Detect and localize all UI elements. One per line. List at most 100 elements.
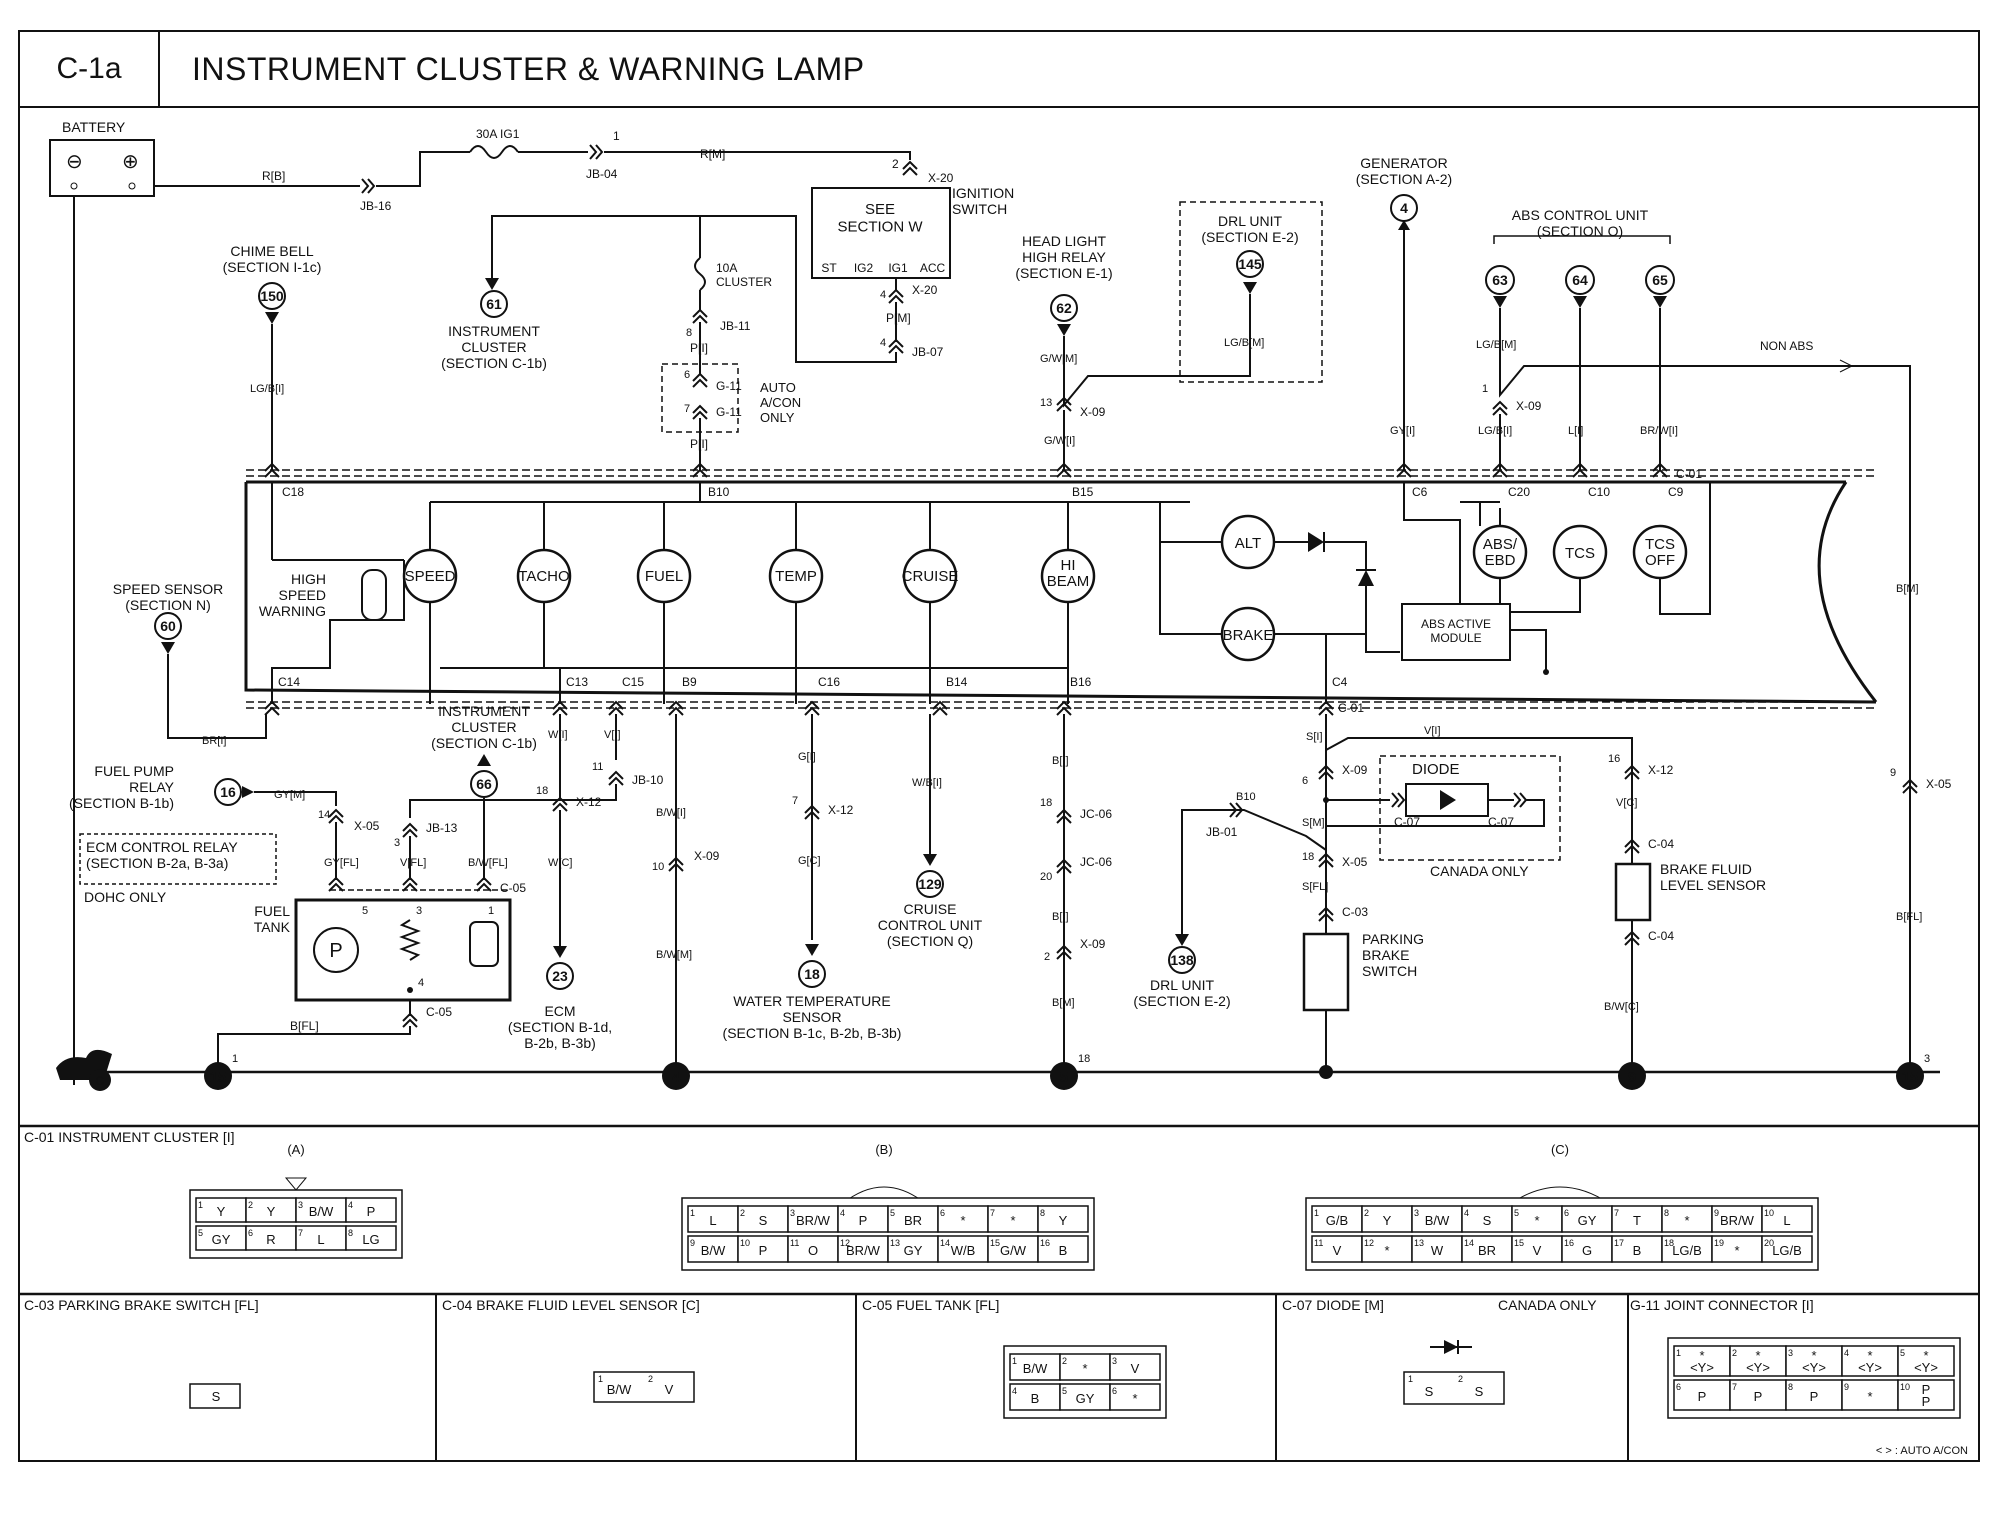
pin-number: 4	[840, 1208, 845, 1218]
gauge-1	[516, 548, 572, 604]
pin-color: *	[1082, 1361, 1087, 1376]
wire	[804, 810, 820, 820]
ign-term: ST	[821, 261, 837, 275]
connector-cell	[1729, 1345, 1787, 1377]
label: ECM(SECTION B-1d,B-2b, B-3b)	[508, 1003, 612, 1051]
label: 10	[652, 861, 664, 873]
connector-cell	[1411, 1235, 1463, 1263]
pin-color: B/W	[701, 1243, 726, 1258]
cluster-pin-top: B15	[1072, 485, 1094, 499]
wire	[1056, 864, 1072, 874]
page-code: C-1a	[20, 32, 160, 106]
wire	[1056, 808, 1072, 818]
pin-number: 1	[1012, 1356, 1017, 1366]
cluster-body	[244, 480, 1878, 704]
connector-c07	[1403, 1371, 1505, 1405]
connector-cell	[1661, 1235, 1713, 1263]
label: P[I]	[690, 341, 708, 355]
connector-cell	[837, 1205, 889, 1233]
ref-abs-2	[1645, 265, 1675, 295]
label: 5	[362, 905, 368, 917]
arrow-icon	[1493, 296, 1507, 308]
label: B[FL]	[290, 1019, 319, 1033]
wire	[888, 288, 904, 298]
label: C-04	[1648, 837, 1674, 851]
wire	[402, 822, 418, 832]
pin-number: 10	[1900, 1382, 1910, 1392]
gauge-label: TEMP	[775, 568, 817, 585]
pin-number: 4	[1012, 1386, 1017, 1396]
pin-number: 1	[1314, 1208, 1319, 1218]
label: GY[I]	[1390, 425, 1415, 437]
label: X-12	[828, 803, 854, 817]
connector-cell	[1785, 1345, 1843, 1377]
wire	[1056, 706, 1072, 716]
wire	[1318, 906, 1334, 916]
wire	[700, 215, 897, 363]
auto-acon-box	[661, 363, 739, 433]
ref-16-number: 16	[220, 784, 236, 800]
pin-number: 8	[348, 1228, 353, 1238]
wire	[1492, 406, 1508, 416]
pin-number: 6	[1112, 1386, 1117, 1396]
label: 6	[1302, 775, 1308, 787]
arrow-icon	[1243, 282, 1257, 294]
pin-color: B/W	[607, 1382, 632, 1397]
wire	[1624, 930, 1640, 940]
abs-active-module	[1401, 603, 1511, 661]
wire	[328, 876, 344, 886]
connector-cell	[1761, 1205, 1813, 1233]
label: X-05	[1926, 777, 1952, 791]
pin-color: Y	[217, 1204, 226, 1219]
wire	[1492, 468, 1508, 478]
connector-cell	[1673, 1345, 1731, 1377]
label: JC-06	[1080, 855, 1112, 869]
wire	[1181, 809, 1327, 934]
label: C-01	[1338, 701, 1364, 715]
label: 18	[1040, 797, 1052, 809]
label: 30A IG1	[476, 127, 520, 141]
ref-66	[470, 770, 498, 798]
diode-icon	[1440, 790, 1456, 810]
pin-color: Y	[267, 1204, 276, 1219]
connector-cell	[1661, 1205, 1713, 1233]
ground-point	[1896, 1062, 1924, 1090]
pin-number: 3	[298, 1200, 303, 1210]
pin-number: 13	[1414, 1238, 1424, 1248]
wire	[264, 706, 280, 716]
ref-129	[916, 870, 944, 898]
wire	[692, 410, 708, 420]
pin-number: 18	[1664, 1238, 1674, 1248]
label: 4	[880, 337, 886, 349]
pin-color: B	[1633, 1243, 1642, 1258]
pin-color: P	[1698, 1389, 1707, 1404]
wire	[668, 706, 684, 716]
cluster-pin-bottom: B16	[1070, 675, 1092, 689]
wire	[1318, 852, 1334, 862]
pin-color: V	[665, 1382, 674, 1397]
ground-point	[204, 1062, 232, 1090]
pin-number: 4	[348, 1200, 353, 1210]
wire	[608, 706, 624, 716]
wire	[1063, 334, 1251, 408]
ground-pin: 18	[1078, 1053, 1090, 1065]
pin-color: GY	[1076, 1391, 1095, 1406]
label: X-12	[576, 795, 602, 809]
pin-number: 3	[790, 1208, 795, 1218]
pin-number: 2	[1732, 1348, 1737, 1358]
label: 18	[1302, 851, 1314, 863]
pin-number: 6	[1564, 1208, 1569, 1218]
wire	[1624, 844, 1640, 854]
wire	[328, 882, 344, 892]
wire	[692, 462, 708, 472]
wire	[491, 215, 700, 278]
ref-62-number: 62	[1056, 300, 1072, 316]
connector-cell	[937, 1205, 989, 1233]
pin-color: S	[1483, 1213, 1492, 1228]
cluster-pin-top: C6	[1412, 485, 1428, 499]
ground-point	[1618, 1062, 1646, 1090]
label: 20	[1040, 871, 1052, 883]
pin-color: BR	[904, 1213, 922, 1228]
wire	[608, 770, 624, 780]
label: X-20	[928, 171, 954, 185]
